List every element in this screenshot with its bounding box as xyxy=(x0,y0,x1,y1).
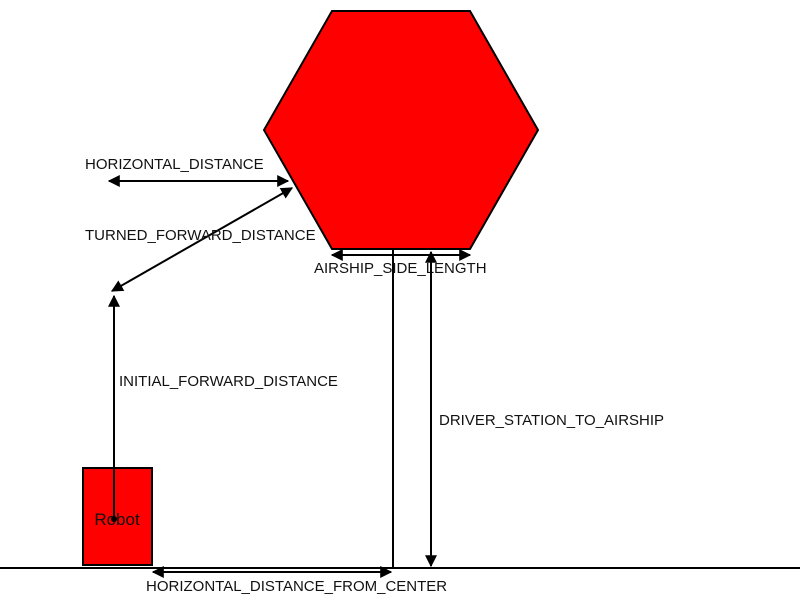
horizontal-distance-label: HORIZONTAL_DISTANCE xyxy=(85,156,264,173)
driver-station-to-airship-label: DRIVER_STATION_TO_AIRSHIP xyxy=(439,412,664,429)
airship-hexagon xyxy=(262,10,540,250)
horizontal-distance-from-center-label: HORIZONTAL_DISTANCE_FROM_CENTER xyxy=(146,578,447,595)
robot-box xyxy=(82,467,153,566)
robot-label: Robot xyxy=(94,510,140,529)
turned-forward-distance-label: TURNED_FORWARD_DISTANCE xyxy=(85,227,316,244)
initial-forward-distance-start-dot xyxy=(111,516,117,522)
initial-forward-distance-label: INITIAL_FORWARD_DISTANCE xyxy=(119,373,338,390)
turned-forward-distance-arrow xyxy=(110,187,294,292)
airship-side-length-label: AIRSHIP_SIDE_LENGTH xyxy=(314,260,487,277)
